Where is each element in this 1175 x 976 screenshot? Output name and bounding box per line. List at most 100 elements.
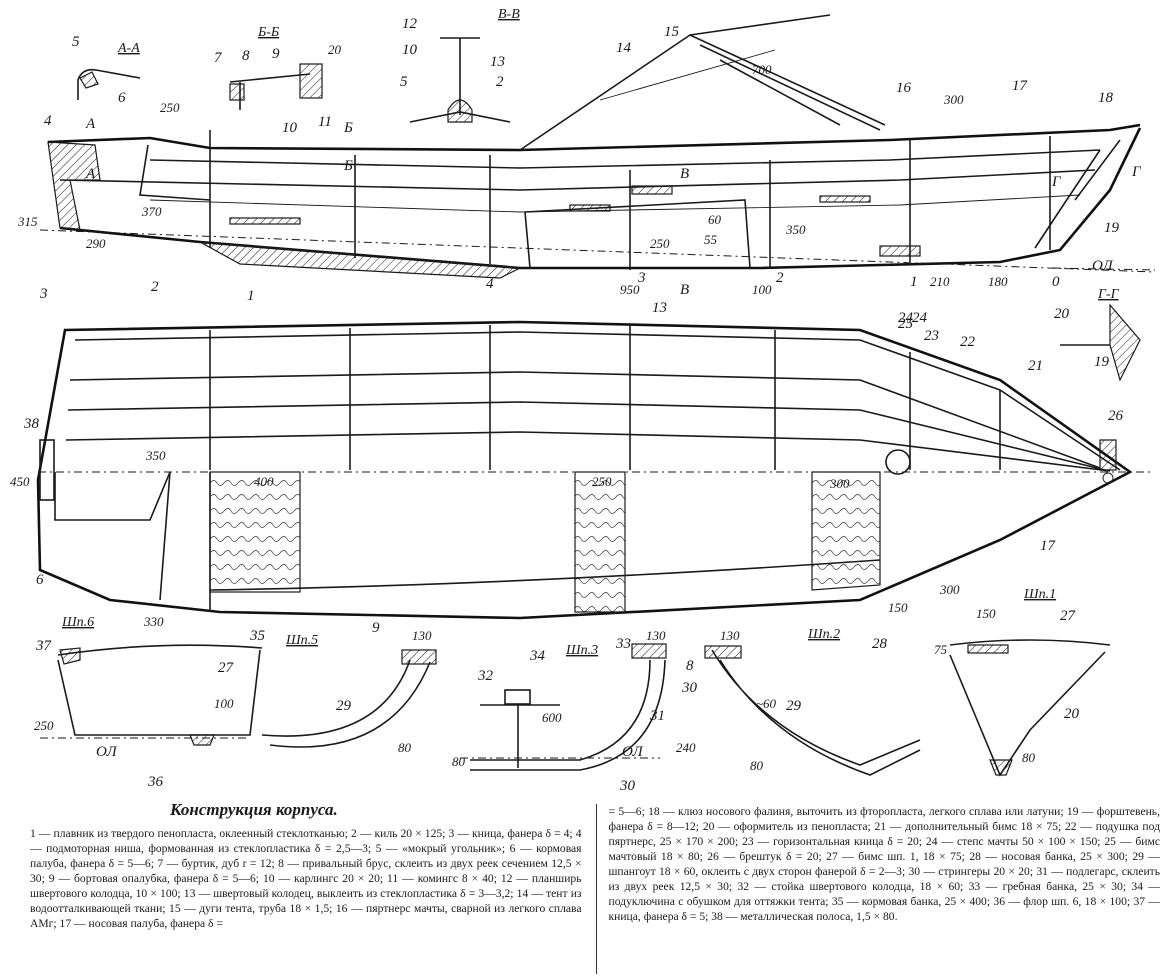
dim: 130	[412, 628, 432, 643]
part-label: 32	[477, 668, 494, 684]
part-label: 6	[36, 572, 44, 588]
part-label: 19	[1094, 354, 1110, 370]
dim: 350	[145, 448, 166, 463]
section-mark: Б	[343, 120, 353, 136]
dim: ~60	[756, 696, 777, 711]
dim: 350	[785, 222, 806, 237]
dim: 950	[620, 282, 640, 297]
legend-column-left: 1 — плавник из твердого пенопласта, окле…	[30, 827, 582, 930]
dim: 180	[988, 274, 1008, 289]
label-section-bb: Б-Б	[257, 25, 279, 40]
section-mark: В	[680, 282, 689, 298]
part-label: 16	[896, 80, 912, 96]
part-label: 6	[118, 90, 126, 106]
rowing-bench	[574, 471, 626, 613]
part-label: 5	[400, 74, 408, 90]
dim: 315	[17, 214, 38, 229]
part-label: 36	[147, 774, 164, 790]
part-label: 11	[318, 114, 332, 130]
part-label: 26	[1108, 408, 1124, 424]
part-label: 13	[490, 54, 505, 70]
drawing-labels: А-А Б-Б В-В Г-Г Шп.6 Шп.5 Шп.3 Шп.2 Шп.1…	[10, 7, 1142, 794]
dim: 75	[934, 642, 948, 657]
part-label: 28	[872, 636, 888, 652]
dim: 130	[646, 628, 666, 643]
dim: 290	[86, 236, 106, 251]
part-label: 31	[649, 708, 665, 724]
part-label: 20	[1054, 306, 1070, 322]
part-label: 27	[1060, 608, 1077, 624]
part-label: 17	[1040, 538, 1057, 554]
dim: 250	[34, 718, 54, 733]
section-gg	[1060, 303, 1141, 382]
part-label: 33	[615, 636, 631, 652]
dim: 300	[943, 92, 964, 107]
section-mark: В	[680, 166, 689, 182]
part-label: 30	[681, 680, 698, 696]
part-label: 25	[898, 316, 914, 332]
part-label: 0	[1052, 274, 1060, 290]
foam-fin	[199, 241, 523, 279]
dim: 400	[254, 474, 274, 489]
section-vv	[409, 37, 511, 123]
section-mark: Г	[1051, 174, 1062, 190]
label-frame-2: Шп.2	[807, 627, 840, 642]
stern-bench	[209, 471, 301, 593]
plan-view	[36, 320, 1150, 620]
section-mark: А	[85, 166, 96, 182]
side-view	[39, 14, 1156, 279]
part-label: 21	[1028, 358, 1043, 374]
part-label: 35	[249, 628, 266, 644]
part-label: 4	[486, 276, 494, 292]
part-label: 23	[924, 328, 939, 344]
part-label: 2	[496, 74, 504, 90]
dim: 600	[542, 710, 562, 725]
part-label: 8	[242, 48, 250, 64]
part-label: 29	[786, 698, 802, 714]
part-label: 34	[529, 648, 546, 664]
label-section-aa: А-А	[117, 41, 140, 56]
plan-outline	[36, 320, 1133, 620]
part-label: 22	[960, 334, 976, 350]
frame-sections	[40, 639, 1111, 777]
part-label: 9	[372, 620, 380, 636]
dim: 250	[160, 100, 180, 115]
section-bb	[229, 63, 323, 110]
part-label: 27	[218, 660, 235, 676]
label-section-vv: В-В	[498, 7, 520, 22]
dim: 80	[750, 758, 764, 773]
hull-construction-drawing: А-А Б-Б В-В Г-Г Шп.6 Шп.5 Шп.3 Шп.2 Шп.1…	[10, 7, 1156, 794]
part-label: 3	[637, 270, 646, 286]
part-label: 10	[402, 42, 418, 58]
part-label: 4	[44, 113, 52, 129]
part-label: 13	[652, 300, 667, 316]
part-label: 15	[664, 24, 680, 40]
part-label: 20	[1064, 706, 1080, 722]
part-label: 18	[1098, 90, 1114, 106]
section-mark: Б	[343, 158, 353, 174]
dim: 100	[752, 282, 772, 297]
label-frame-1: Шп.1	[1023, 587, 1056, 602]
part-label: 10	[282, 120, 298, 136]
dim: 60	[708, 212, 722, 227]
part-label: 5	[72, 34, 80, 50]
part-label: 29	[336, 698, 352, 714]
dim: 55	[704, 232, 718, 247]
part-label: 17	[1012, 78, 1029, 94]
section-aa	[77, 68, 141, 100]
legend: 1 — плавник из твердого пенопласта, окле…	[30, 804, 1160, 974]
motor-well	[47, 141, 101, 231]
dim: 700	[752, 62, 772, 77]
part-label: 14	[616, 40, 632, 56]
sheer-line	[47, 123, 1141, 152]
dim: 150	[888, 600, 908, 615]
part-label: 1	[247, 288, 255, 304]
dim: 370	[141, 204, 162, 219]
dim: 150	[976, 606, 996, 621]
dim: 100	[214, 696, 234, 711]
part-label: 9	[272, 46, 280, 62]
dim: 300	[939, 582, 960, 597]
part-label: 2	[776, 270, 784, 286]
part-label: 12	[402, 16, 418, 32]
part-label: 19	[1104, 220, 1120, 236]
